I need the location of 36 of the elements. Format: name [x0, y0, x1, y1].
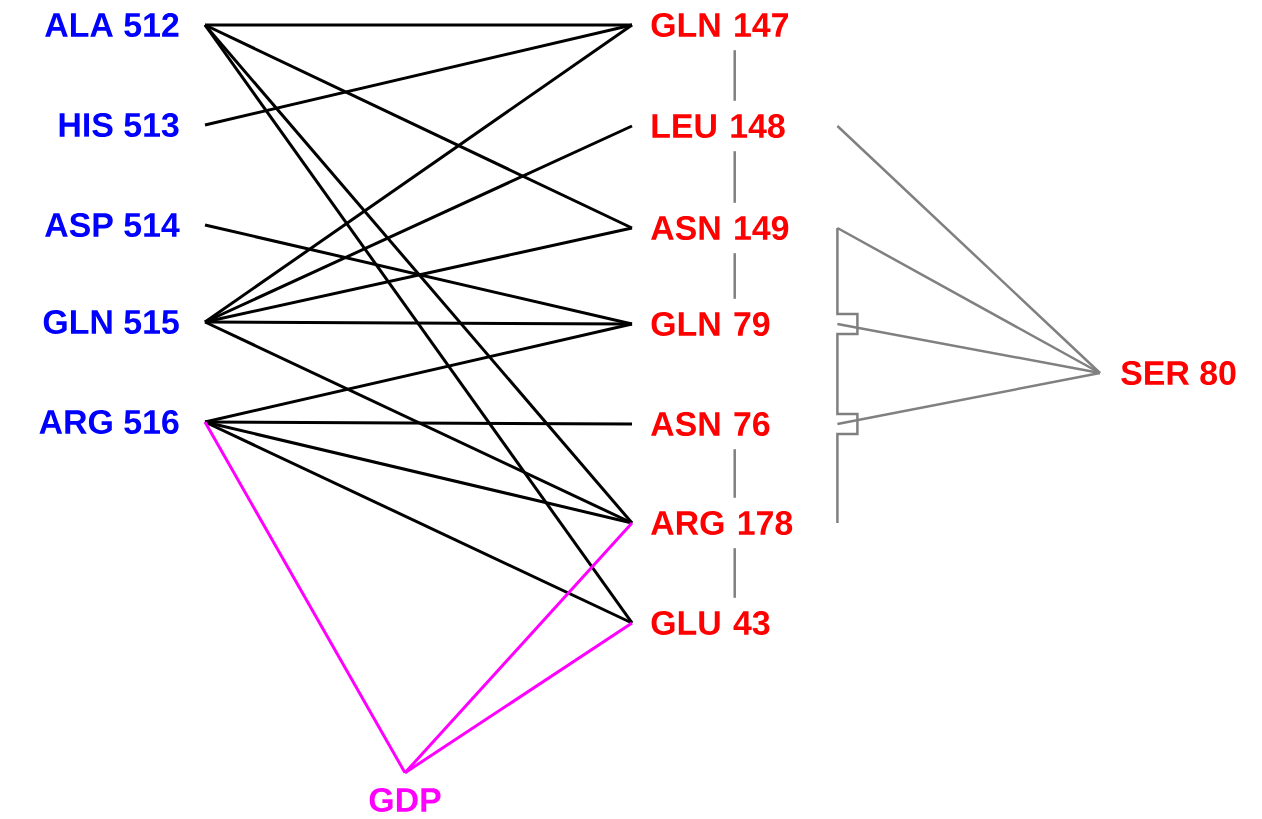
- residue-label: GDP: [369, 788, 441, 812]
- connector-line: [204, 420, 633, 625]
- connector-line: [204, 420, 633, 525]
- connector-line: [733, 253, 736, 299]
- connector-line: [204, 23, 633, 230]
- residue-label: GLN 79: [651, 312, 770, 336]
- connector-line: [733, 449, 736, 498]
- residue-label: ALA 512: [45, 13, 179, 37]
- connector-line: [205, 320, 632, 326]
- residue-label: LEU 148: [652, 114, 785, 138]
- connector-line: [203, 24, 634, 624]
- residue-label: ARG 516: [39, 410, 179, 434]
- connector-line: [205, 420, 632, 426]
- residue-label: SER 80: [1121, 361, 1236, 385]
- connector-line: [836, 226, 1101, 375]
- residue-label: ASP 514: [45, 213, 180, 237]
- residue-label: GLU 43: [651, 611, 770, 635]
- residue-label: ASN 149: [651, 216, 789, 240]
- residue-label: GLN 515: [43, 310, 179, 334]
- connector-line: [837, 371, 1101, 426]
- connector-line: [733, 151, 736, 203]
- connector-line: [203, 24, 634, 524]
- connector-line: [836, 228, 859, 523]
- residue-label: ASN 76: [651, 412, 770, 436]
- connector-line: [404, 621, 633, 775]
- connector-line: [403, 522, 634, 774]
- residue-label: HIS 513: [59, 113, 179, 137]
- residue-label: GLN 147: [651, 13, 788, 37]
- connector-line: [733, 50, 736, 101]
- connector-line: [203, 421, 407, 774]
- connector-line: [204, 23, 633, 127]
- connector-line: [837, 322, 1101, 375]
- connector-line: [836, 125, 1101, 374]
- connector-line: [205, 23, 632, 27]
- residue-label: ARG 178: [651, 511, 793, 535]
- connector-line: [733, 548, 736, 598]
